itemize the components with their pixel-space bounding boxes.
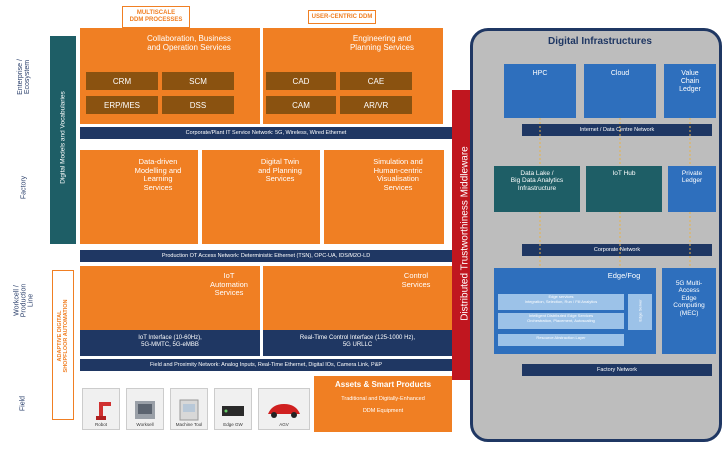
robot-arm-icon [96,402,111,420]
iot-automation-block: IoT Automation Services [80,266,260,330]
private-ledger-box: Private Ledger [668,166,716,212]
iot-automation-title: IoT Automation Services [210,271,248,298]
edge-gw-device-label: Edge GW [223,422,243,427]
hpc-box: HPC [504,64,576,118]
edge-services-item: Edge services Integration, Selection, Ru… [498,294,624,310]
simulation-services-title: Simulation and Human-centric Visualisati… [373,157,423,192]
control-interface-box: Real-Time Control Interface (125-1000 Hz… [263,330,452,356]
factory-service-digital-twin: Digital Twin and Planning Services [202,150,320,244]
machine-tool-icon [179,399,199,421]
control-interface-text: Real-Time Control Interface (125-1000 Hz… [299,335,416,348]
workcell-icon [135,401,155,419]
digital-models-bar [50,36,76,244]
tool-cam: CAM [266,96,336,114]
worksell-device-label: Worksell [136,422,154,427]
assets-smart-products-block: Assets & Smart Products Traditional and … [314,376,452,432]
worksell-device-icon: Worksell [126,388,164,430]
tool-ar-vr: AR/VR [340,96,412,114]
field-proximity-network-bar: Field and Proximity Network: Analog Inpu… [80,359,452,371]
edge-server-side [628,294,652,330]
edge-gateway-icon [222,406,244,416]
assets-title: Assets & Smart Products [334,380,432,389]
digital-infrastructures-title: Digital Infrastructures [548,36,652,47]
production-ot-network-bar: Production OT Access Network: Determinis… [80,250,452,262]
machine-tool-device-label: Machine Tool [175,422,203,427]
datadriven-services-title: Data-driven Modelling and Learning Servi… [134,157,182,192]
factory-service-datadriven: Data-driven Modelling and Learning Servi… [80,150,198,244]
machine-tool-device-icon: Machine Tool [170,388,208,430]
adaptive-automation-box [52,270,74,420]
iot-interface-box: IoT Interface (10-60Hz), 5G-MMTC, 5G-eMB… [80,330,260,356]
edge-fog-title: Edge/Fog [607,271,641,280]
tool-cae: CAE [340,72,412,90]
iot-hub-box: IoT Hub [586,166,662,212]
assets-subtitle-2: DDM Equipment [362,408,404,414]
tool-cad: CAD [266,72,336,90]
engineering-services-title: Engineering and Planning Services [349,34,415,53]
intelligent-edge-item: Intelligent Distributed Edge Services Or… [498,313,624,329]
mec-box: 5G Multi- Access Edge Computing (MEC) [662,268,716,354]
corporate-it-network-bar: Corporate/Plant IT Service Network: 5G, … [80,127,452,139]
collaboration-services-title: Collaboration, Business and Operation Se… [146,34,232,53]
digital-twin-services-title: Digital Twin and Planning Services [258,157,302,184]
control-services-block: Control Services [263,266,452,330]
multiscale-tag: MULTISCALE DDM PROCESSES [122,6,190,28]
agv-device-label: AGV [279,422,289,427]
robot-device-icon: Robot [82,388,120,430]
tool-dss: DSS [162,96,234,114]
robot-device-label: Robot [94,422,107,427]
agv-device-icon: AGV [258,388,310,430]
data-lake-box: Data Lake / Big Data Analytics Infrastru… [494,166,580,212]
factory-network-bar: Factory Network [522,364,712,376]
tool-crm: CRM [86,72,158,90]
factory-service-simulation: Simulation and Human-centric Visualisati… [324,150,444,244]
value-chain-ledger-box: Value Chain Ledger [664,64,716,118]
tool-scm: SCM [162,72,234,90]
edge-gw-device-icon: Edge GW [214,388,252,430]
control-services-title: Control Services [401,271,431,289]
resource-abstraction-item: Resource Abstraction Layer [498,334,624,346]
tool-erp-mes: ERP/MES [86,96,158,114]
agv-car-icon [268,404,300,418]
user-centric-tag: USER-CENTRIC DDM [308,10,376,24]
cloud-box: Cloud [584,64,656,118]
corporate-network-bar: Corporate Network [522,244,712,256]
assets-subtitle-1: Traditional and Digitally-Enhanced [341,396,425,402]
iot-interface-text: IoT Interface (10-60Hz), 5G-MMTC, 5G-eMB… [138,335,202,348]
internet-datacentre-network-bar: Internet / Data Centre Network [522,124,712,136]
